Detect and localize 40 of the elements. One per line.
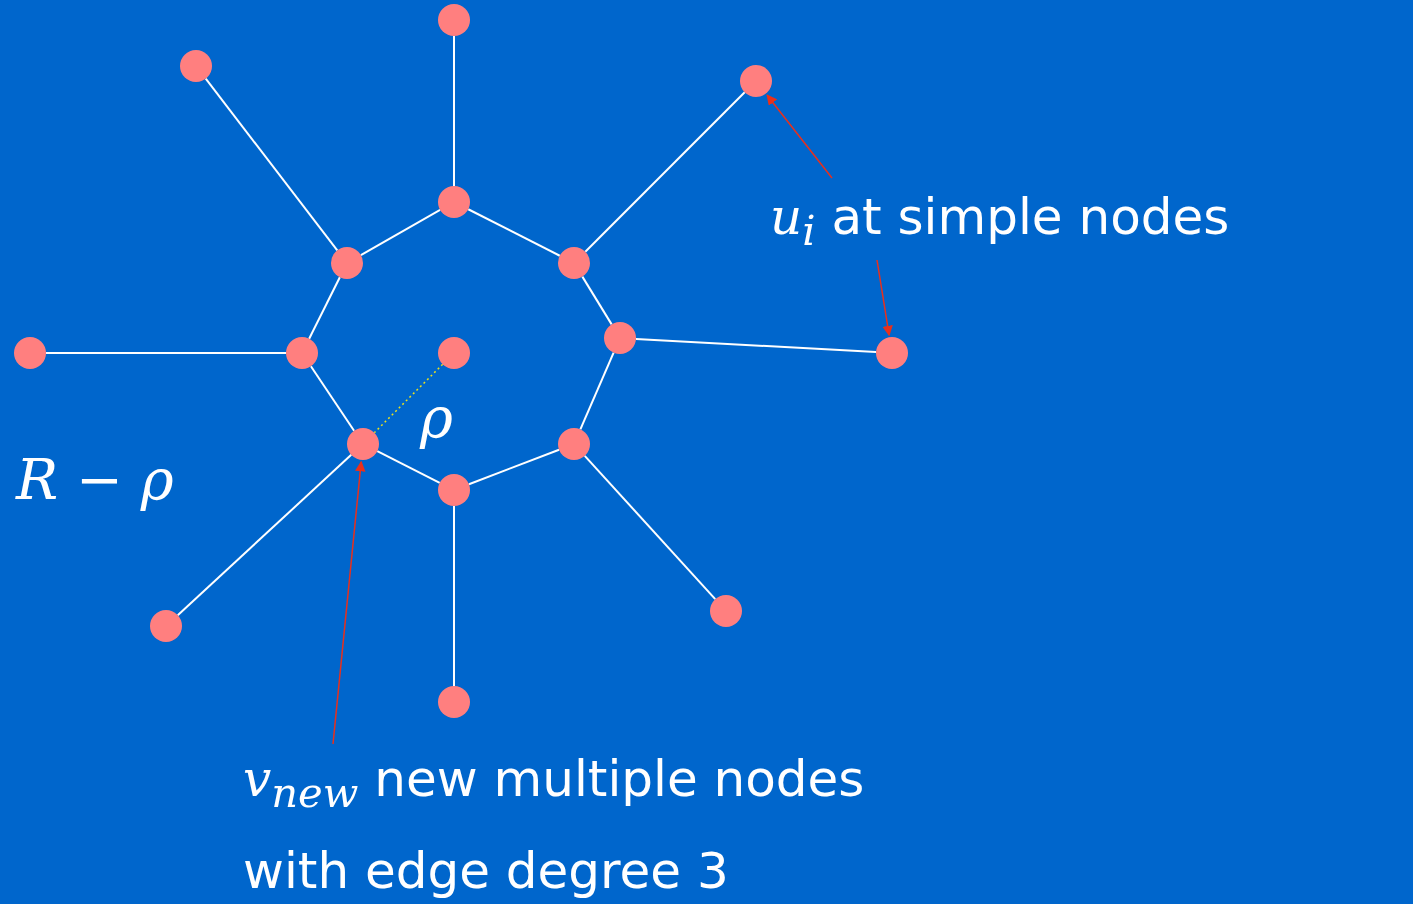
- graph-edge: [359, 208, 442, 257]
- graph-vertex: [438, 686, 470, 718]
- annotation-text: u$_{i}$ at simple nodes: [770, 178, 1410, 270]
- graph-edge: [309, 365, 356, 432]
- graph-vertex: [438, 4, 470, 36]
- graph-vertex: [710, 595, 742, 627]
- math-label: ρ: [420, 386, 453, 450]
- leader-arrow: [766, 94, 833, 179]
- graph-vertex: [876, 337, 908, 369]
- graph-vertex: [438, 186, 470, 218]
- graph-vertex: [14, 337, 46, 369]
- graph-edge: [584, 91, 746, 253]
- graph-edge: [453, 505, 455, 687]
- graph-edge: [581, 275, 613, 326]
- graph-vertex: [286, 337, 318, 369]
- graph-vertex: [558, 247, 590, 279]
- leader-arrow: [332, 460, 366, 745]
- graph-edge: [376, 450, 441, 484]
- graph-vertex: [438, 474, 470, 506]
- graph-edge: [308, 276, 341, 340]
- graph-vertex: [438, 337, 470, 369]
- graph-vertex: [180, 50, 212, 82]
- graph-edge: [583, 454, 717, 601]
- graph-edge: [204, 77, 339, 252]
- leader-arrow: [876, 259, 893, 337]
- graph-vertex: [740, 65, 772, 97]
- graph-vertex: [347, 428, 379, 460]
- graph-edge: [579, 351, 615, 431]
- graph-edge: [467, 208, 561, 257]
- graph-edge: [453, 35, 455, 187]
- annotation-text: v$_{new}$ new multiple nodes with edge degree 3: [243, 740, 933, 904]
- graph-vertex: [331, 247, 363, 279]
- graph-vertex: [150, 610, 182, 642]
- graph-edge: [467, 448, 561, 486]
- graph-vertex: [558, 428, 590, 460]
- math-label: R − ρ: [16, 448, 174, 512]
- graph-edge: [635, 337, 877, 354]
- graph-edge: [45, 352, 287, 354]
- graph-vertex: [604, 322, 636, 354]
- graph-edge: [176, 453, 353, 617]
